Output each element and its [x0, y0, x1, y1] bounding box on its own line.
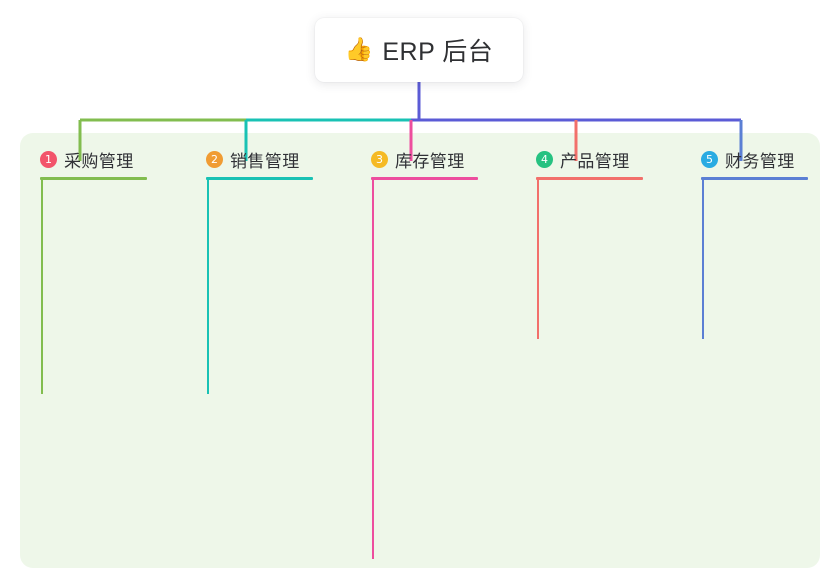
- branch-label-3: 库存管理: [395, 152, 465, 171]
- root-node-card[interactable]: 👍 ERP 后台: [315, 18, 523, 82]
- branch-head-1[interactable]: 1 采购管理: [40, 147, 134, 172]
- thumbs-up-icon: 👍: [344, 35, 374, 62]
- branch-head-3[interactable]: 3 库存管理: [371, 147, 465, 172]
- branch-label-4: 产品管理: [560, 152, 630, 171]
- branch-rule-3: [371, 177, 478, 180]
- branch-head-2[interactable]: 2 销售管理: [206, 147, 300, 172]
- diagram-panel: [20, 133, 820, 568]
- branch-rule-4: [536, 177, 643, 180]
- branch-badge-4: 4: [536, 151, 553, 168]
- branch-badge-2: 2: [206, 151, 223, 168]
- branch-badge-3: 3: [371, 151, 388, 168]
- branch-label-5: 财务管理: [725, 152, 795, 171]
- branch-head-4[interactable]: 4 产品管理: [536, 147, 630, 172]
- branch-badge-5: 5: [701, 151, 718, 168]
- branch-label-1: 采购管理: [64, 152, 134, 171]
- branch-label-2: 销售管理: [230, 152, 300, 171]
- branch-rule-1: [40, 177, 147, 180]
- branch-badge-1: 1: [40, 151, 57, 168]
- branch-head-5[interactable]: 5 财务管理: [701, 147, 795, 172]
- root-node-title: ERP 后台: [382, 38, 494, 66]
- root-node-content: 👍 ERP 后台: [345, 32, 494, 68]
- branch-rule-5: [701, 177, 808, 180]
- branch-rule-2: [206, 177, 313, 180]
